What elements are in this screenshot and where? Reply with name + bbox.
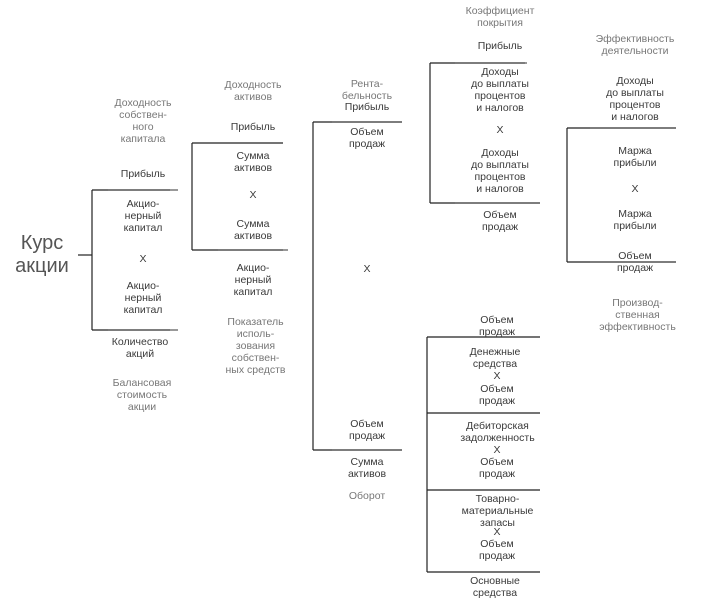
col3-times: X: [363, 263, 371, 275]
col4-profit: Прибыль: [477, 40, 523, 52]
col4-sales-f: Объем продаж: [478, 538, 516, 562]
col3-profit: Прибыль: [344, 101, 390, 113]
col4-receivables: Дебиторская задолженность: [460, 420, 535, 444]
col4-inventory: Товарно- материальные запасы: [461, 493, 534, 529]
col3-caption-profitability: Рента- бельность: [341, 78, 393, 102]
col4-sales-d: Объем продаж: [478, 383, 516, 407]
col4-ebit-b: Доходы до выплаты процентов и налогов: [471, 147, 529, 195]
col5-ebit: Доходы до выплаты процентов и налогов: [606, 75, 664, 123]
col5-margin-a: Маржа прибыли: [613, 145, 657, 169]
col4-x3: X: [493, 526, 501, 538]
col1-equity-a: Акцио- нерный капитал: [123, 198, 163, 234]
col5-times: X: [631, 183, 639, 195]
col4-cash: Денежные средства: [469, 346, 521, 370]
col1-equity-b: Акцио- нерный капитал: [123, 280, 163, 316]
col2-equity: Акцио- нерный капитал: [233, 262, 273, 298]
col3-caption-turnover: Оборот: [348, 490, 386, 502]
col4-fixed-assets: Основные средства: [470, 575, 520, 599]
root-label-stock-price: Курс акции: [15, 232, 69, 277]
col4-times: X: [496, 124, 504, 136]
col4-caption-coverage: Коэффициент покрытия: [465, 5, 535, 29]
col5-sales: Объем продаж: [616, 250, 654, 274]
col1-shares-count: Количество акций: [111, 336, 169, 360]
col2-assets-b: Сумма активов: [233, 218, 273, 242]
col2-caption-equity-use: Показатель исполь- зования собствен- ных…: [225, 316, 286, 376]
col4-sales-c: Объем продаж: [478, 314, 516, 338]
col4-ebit-a: Доходы до выплаты процентов и налогов: [471, 66, 529, 114]
col4-sales-e: Объем продаж: [478, 456, 516, 480]
col3-sales-a: Объем продаж: [348, 126, 386, 150]
col5-margin-b: Маржа прибыли: [613, 208, 657, 232]
col4-x2: X: [493, 444, 501, 456]
col3-assets: Сумма активов: [347, 456, 387, 480]
col5-caption-production-efficiency: Производ- ственная эффективность: [599, 297, 676, 333]
col3-sales-b: Объем продаж: [348, 418, 386, 442]
col2-caption-roa: Доходность активов: [224, 79, 282, 103]
col2-profit: Прибыль: [230, 121, 276, 133]
col1-caption-book-value: Балансовая стоимость акции: [112, 377, 172, 413]
col5-caption-efficiency: Эффективность деятельности: [595, 33, 675, 57]
col4-x1: X: [493, 370, 501, 382]
col2-times: X: [249, 189, 257, 201]
col1-profit: Прибыль: [120, 168, 166, 180]
col1-caption-roe: Доходность собствен- ного капитала: [114, 97, 172, 145]
col1-times: X: [139, 253, 147, 265]
col2-assets-a: Сумма активов: [233, 150, 273, 174]
col4-sales: Объем продаж: [481, 209, 519, 233]
